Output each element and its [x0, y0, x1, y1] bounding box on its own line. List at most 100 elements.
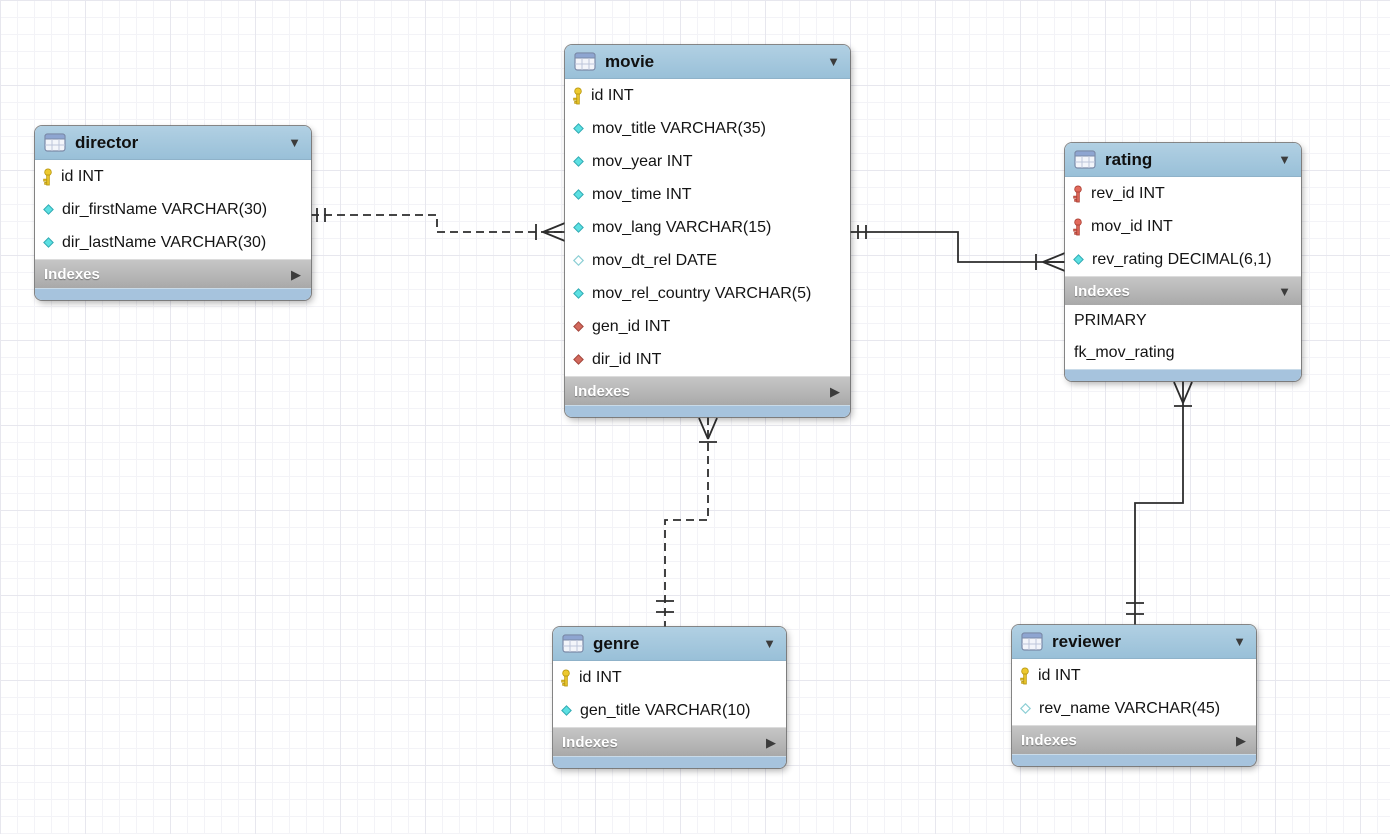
primary-key-icon — [42, 168, 54, 186]
column-label: gen_title VARCHAR(10) — [580, 701, 751, 719]
indexes-label: Indexes — [44, 265, 100, 283]
column-icon — [42, 203, 55, 216]
indexes-label: Indexes — [574, 382, 630, 400]
table-footer — [35, 288, 311, 300]
relationship-reviewer-rating-cardinality-marks — [1126, 381, 1193, 615]
primary-key-icon — [560, 669, 572, 687]
table-rating[interactable]: rating ▼ rev_id INT mov_id INT rev_ratin… — [1065, 143, 1301, 381]
column-label: mov_dt_rel DATE — [592, 251, 718, 269]
foreign-key-icon — [572, 353, 585, 366]
column-label: rev_name VARCHAR(45) — [1039, 699, 1221, 717]
table-header[interactable]: rating ▼ — [1065, 143, 1301, 177]
column-row[interactable]: dir_id INT — [565, 343, 850, 376]
column-label: mov_rel_country VARCHAR(5) — [592, 284, 812, 302]
column-label: dir_id INT — [592, 350, 662, 368]
column-label: mov_id INT — [1091, 217, 1173, 235]
primary-foreign-key-icon — [1072, 185, 1084, 203]
column-row[interactable]: gen_title VARCHAR(10) — [553, 694, 786, 727]
collapse-arrow-icon[interactable]: ▼ — [763, 636, 776, 651]
table-director[interactable]: director ▼ id INT dir_firstName VARCHAR(… — [35, 126, 311, 300]
table-footer — [565, 405, 850, 417]
column-label: mov_lang VARCHAR(15) — [592, 218, 772, 236]
relationship-reviewer-rating[interactable] — [1134, 381, 1184, 625]
column-row[interactable]: rev_id INT — [1065, 177, 1301, 210]
primary-key-icon — [1019, 667, 1031, 685]
collapse-arrow-icon[interactable]: ▼ — [288, 135, 301, 150]
indexes-expand-icon[interactable]: ▶ — [1236, 732, 1246, 748]
table-icon — [1021, 632, 1043, 651]
table-header[interactable]: genre ▼ — [553, 627, 786, 661]
column-row[interactable]: mov_dt_rel DATE — [565, 244, 850, 277]
indexes-label: Indexes — [1074, 282, 1130, 300]
indexes-expand-icon[interactable]: ▶ — [766, 734, 776, 750]
column-icon — [572, 188, 585, 201]
indexes-bar[interactable]: Indexes ▶ — [565, 376, 850, 405]
collapse-arrow-icon[interactable]: ▼ — [1233, 634, 1246, 649]
column-label: dir_lastName VARCHAR(30) — [62, 233, 267, 251]
table-icon — [44, 133, 66, 152]
column-nullable-icon — [572, 254, 585, 267]
table-header[interactable]: reviewer ▼ — [1012, 625, 1256, 659]
column-icon — [572, 221, 585, 234]
table-title: director — [75, 132, 139, 152]
relationship-movie-rating[interactable] — [850, 231, 1065, 263]
column-row[interactable]: id INT — [1012, 659, 1256, 692]
table-header[interactable]: director ▼ — [35, 126, 311, 160]
column-row[interactable]: id INT — [35, 160, 311, 193]
column-row[interactable]: mov_id INT — [1065, 210, 1301, 243]
column-icon — [560, 704, 573, 717]
column-label: rev_id INT — [1091, 184, 1165, 202]
column-row[interactable]: mov_time INT — [565, 178, 850, 211]
indexes-bar[interactable]: Indexes ▶ — [35, 259, 311, 288]
column-icon — [572, 122, 585, 135]
column-row[interactable]: dir_firstName VARCHAR(30) — [35, 193, 311, 226]
table-genre[interactable]: genre ▼ id INT gen_title VARCHAR(10) Ind… — [553, 627, 786, 768]
table-reviewer[interactable]: reviewer ▼ id INT rev_name VARCHAR(45) I… — [1012, 625, 1256, 766]
relationship-movie-rating-cardinality-marks — [857, 225, 1066, 272]
relationship-director-movie[interactable] — [311, 214, 565, 233]
indexes-expand-icon[interactable]: ▶ — [291, 266, 301, 282]
column-icon — [1072, 253, 1085, 266]
table-icon — [562, 634, 584, 653]
indexes-bar[interactable]: Indexes ▶ — [1012, 725, 1256, 754]
collapse-arrow-icon[interactable]: ▼ — [827, 54, 840, 69]
column-row[interactable]: id INT — [553, 661, 786, 694]
table-footer — [553, 756, 786, 768]
column-icon — [42, 236, 55, 249]
column-label: id INT — [1038, 666, 1081, 684]
index-entry[interactable]: fk_mov_rating — [1065, 337, 1301, 369]
column-label: id INT — [61, 167, 104, 185]
column-row[interactable]: gen_id INT — [565, 310, 850, 343]
column-row[interactable]: rev_rating DECIMAL(6,1) — [1065, 243, 1301, 276]
column-label: id INT — [579, 668, 622, 686]
primary-foreign-key-icon — [1072, 218, 1084, 236]
primary-key-icon — [572, 87, 584, 105]
column-nullable-icon — [1019, 702, 1032, 715]
column-row[interactable]: mov_rel_country VARCHAR(5) — [565, 277, 850, 310]
indexes-label: Indexes — [562, 733, 618, 751]
column-icon — [572, 287, 585, 300]
relationship-genre-movie[interactable] — [664, 417, 709, 627]
index-entry[interactable]: PRIMARY — [1065, 305, 1301, 337]
table-movie[interactable]: movie ▼ id INT mov_title VARCHAR(35) mov… — [565, 45, 850, 417]
table-footer — [1065, 369, 1301, 381]
indexes-collapse-icon[interactable]: ▼ — [1278, 283, 1291, 299]
column-row[interactable]: id INT — [565, 79, 850, 112]
column-row[interactable]: mov_year INT — [565, 145, 850, 178]
column-label: id INT — [591, 86, 634, 104]
indexes-label: Indexes — [1021, 731, 1077, 749]
column-row[interactable]: mov_title VARCHAR(35) — [565, 112, 850, 145]
table-title: movie — [605, 51, 655, 71]
column-row[interactable]: dir_lastName VARCHAR(30) — [35, 226, 311, 259]
table-header[interactable]: movie ▼ — [565, 45, 850, 79]
indexes-bar[interactable]: Indexes ▶ — [553, 727, 786, 756]
indexes-expand-icon[interactable]: ▶ — [830, 383, 840, 399]
column-row[interactable]: rev_name VARCHAR(45) — [1012, 692, 1256, 725]
relationship-director-movie-cardinality-marks — [316, 208, 566, 242]
column-row[interactable]: mov_lang VARCHAR(15) — [565, 211, 850, 244]
column-label: mov_time INT — [592, 185, 692, 203]
table-icon — [574, 52, 596, 71]
collapse-arrow-icon[interactable]: ▼ — [1278, 152, 1291, 167]
indexes-bar[interactable]: Indexes ▼ — [1065, 276, 1301, 305]
